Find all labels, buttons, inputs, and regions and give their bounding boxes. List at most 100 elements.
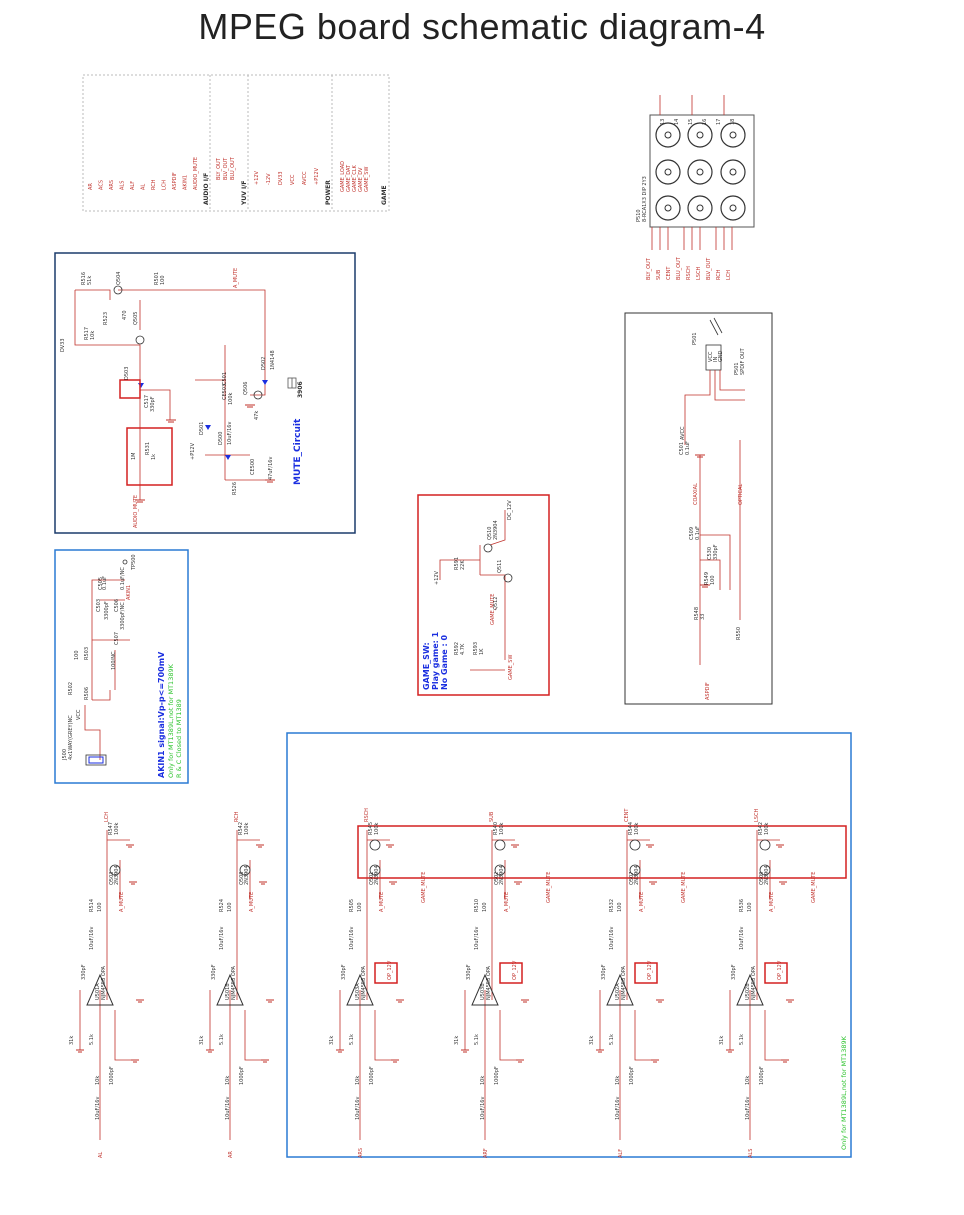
spdif-desc: SPDIF OUT — [740, 347, 746, 375]
resistor-value: 10k — [355, 1076, 361, 1085]
rca-jack — [655, 195, 681, 221]
io-audio-signal: ACS — [99, 180, 105, 190]
cap-value: 330pF — [466, 964, 472, 980]
io-audio-signal: AL — [141, 184, 147, 190]
io-audio-signal: LCH — [162, 180, 168, 190]
cap-value: 10uF/16v — [480, 1097, 486, 1120]
channel-output-label: LCH — [104, 812, 110, 822]
connector-part: P510 — [636, 209, 642, 222]
io-audio-signal: RCH — [151, 179, 157, 190]
cap-value: 10uF/16v — [609, 927, 615, 950]
akin-jack: J500 — [62, 749, 68, 761]
opamp-ref: U501A — [95, 983, 101, 1000]
rca-jack — [655, 159, 681, 185]
io-power-signal: DV33 — [278, 171, 284, 185]
game-part-ref: Q510 — [487, 527, 493, 540]
channel-output-label: SUB — [489, 811, 495, 822]
cap-value: 330pF — [211, 964, 217, 980]
rca-jack — [687, 159, 713, 185]
op12v-highlight — [634, 962, 658, 984]
resistor-value: 100k — [499, 822, 505, 835]
resistor-value: 5.1k — [609, 1034, 615, 1045]
rca-pin-number: 13 — [660, 119, 666, 125]
mute-part-ref: R501 — [154, 272, 160, 285]
rca-pin-label: BLU_OUT — [676, 256, 682, 280]
transistor-ref: Q507 — [629, 872, 635, 885]
io-audio-signal: AR — [88, 183, 94, 190]
transistor-ref: Q503 — [109, 872, 115, 885]
resistor-ref: R545 — [368, 822, 374, 835]
game-sw-out: DC_12V — [507, 500, 513, 520]
io-game-signal: GAME_LOAD — [340, 161, 346, 192]
amp-note: Only for MT1389L,not for MT1389K — [840, 1035, 848, 1150]
rca-jack — [655, 122, 681, 148]
mute-part-ref: Q504 — [116, 272, 122, 285]
resistor-value: 100k — [114, 822, 120, 835]
cap-value: 10uF/16v — [739, 927, 745, 950]
io-power-signal: +P12V — [314, 167, 320, 185]
rca-pin-label: BLY_OUT — [646, 257, 652, 280]
akin-note-1: Only for MT1389L,not for MT1389K — [167, 663, 175, 778]
akin-part-value: 3300pF/NC — [120, 602, 126, 630]
rca-pin-label: LSCH — [696, 267, 702, 280]
transistor-part: 2N3904 — [764, 865, 770, 885]
rca-pin-label: RCH — [716, 269, 722, 280]
resistor-value: 31k — [69, 1036, 75, 1045]
game-sw-line-2: Play game: 1 — [431, 631, 440, 690]
spdif-part-label: P501 — [734, 362, 740, 375]
mute-part-ref: R531 — [145, 442, 151, 455]
spdif-part-ref: C501 — [679, 442, 685, 455]
mute-highlight-box-2 — [126, 427, 173, 486]
akin-part-ref: R502 — [68, 682, 74, 695]
cap-value: 1000pF — [629, 1066, 635, 1085]
mute-net-a-mute: A_MUTE — [233, 268, 239, 288]
game-part-value: 22K — [460, 560, 466, 570]
rca-pin-number: 16 — [702, 119, 708, 125]
spdif-avcc: AVCC — [680, 426, 686, 440]
transistor-ref: Q502 — [494, 872, 500, 885]
channel-input-label: ALF — [618, 1149, 624, 1158]
resistor-value: 100 — [227, 902, 233, 912]
akin-part-value: 0.1uF — [102, 576, 108, 590]
akin-block: AKIN1 TP500 J500 4x1WAY(GREY)NC VCC AKIN… — [54, 549, 189, 784]
resistor-value: 100k — [764, 822, 770, 835]
akin-jack-desc: 4x1WAY(GREY)NC — [68, 715, 74, 760]
cap-value: 10uF/16v — [219, 927, 225, 950]
resistor-value: 10k — [225, 1076, 231, 1085]
transistor-symbol — [494, 864, 506, 876]
transistor-part: 2N3904 — [244, 865, 250, 885]
akin-part-value: 3300pF — [104, 601, 110, 620]
mute-net-audio-mute: AUDIO_MUTE — [133, 495, 139, 528]
mute-part-value: 10k — [90, 331, 96, 340]
opamp-symbol — [86, 973, 114, 1006]
rca-jack — [720, 195, 746, 221]
resistor-value: 100k — [634, 822, 640, 835]
transistor-part: 2N3904 — [114, 865, 120, 885]
mute-circuit-block: 3906 MUTE_Circuit A_MUTE AUDIO_MUTE DV33… — [54, 252, 356, 534]
transistor-symbol — [369, 839, 381, 851]
channel-input-label: AL — [98, 1152, 104, 1158]
transistor-ref: Q501 — [369, 872, 375, 885]
io-power-signal: AVCC — [302, 171, 308, 185]
op12v-label: OP_12V — [777, 960, 783, 980]
resistor-ref: R540 — [493, 822, 499, 835]
game-part-value: 2N3904 — [493, 520, 499, 540]
mute-highlight-box-1 — [119, 379, 141, 399]
io-audio-signal: ALF — [130, 181, 136, 190]
opamp-part: NJM4558 OPA — [361, 966, 367, 1000]
akin-part-value: 100/NC — [111, 651, 117, 670]
channel-output-label: CENT — [624, 808, 630, 822]
akin-part-ref: R506 — [84, 687, 90, 700]
transistor-symbol — [629, 839, 641, 851]
mute-part-value: 100 — [160, 275, 166, 285]
rca-jack — [720, 122, 746, 148]
opamp-ref: U503B — [480, 983, 486, 1000]
io-yuv-signal: BLV_OUT — [223, 157, 229, 180]
resistor-value: 31k — [719, 1036, 725, 1045]
mute-part-value: 1N4148 — [270, 350, 276, 370]
spdif-part-value: 100 — [710, 575, 716, 585]
spdif-part-ref: R549 — [704, 572, 710, 585]
